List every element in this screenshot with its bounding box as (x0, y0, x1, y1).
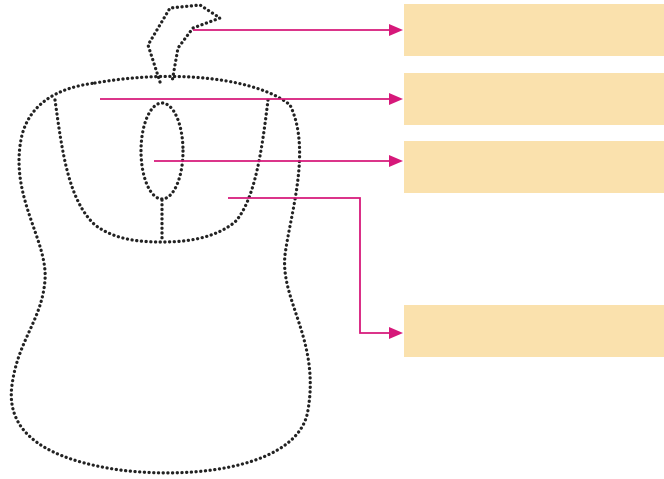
pointer-arrowhead-body (389, 327, 403, 339)
pointer-arrowhead-scroll-wheel (389, 155, 403, 167)
label-box-scroll-wheel[interactable] (404, 141, 664, 193)
label-box-cable[interactable] (404, 4, 664, 56)
pointer-line-body (228, 197, 393, 334)
pointer-arrowhead-buttons (389, 93, 403, 105)
cable-outline (146, 3, 224, 84)
scroll-wheel-outline (139, 101, 185, 201)
mouse-body-outline (9, 74, 312, 475)
pointer-arrowhead-cable (389, 24, 403, 36)
right-button-outline (160, 98, 270, 244)
label-box-body[interactable] (404, 305, 664, 357)
label-box-buttons[interactable] (404, 73, 664, 125)
left-button-outline (53, 98, 164, 244)
